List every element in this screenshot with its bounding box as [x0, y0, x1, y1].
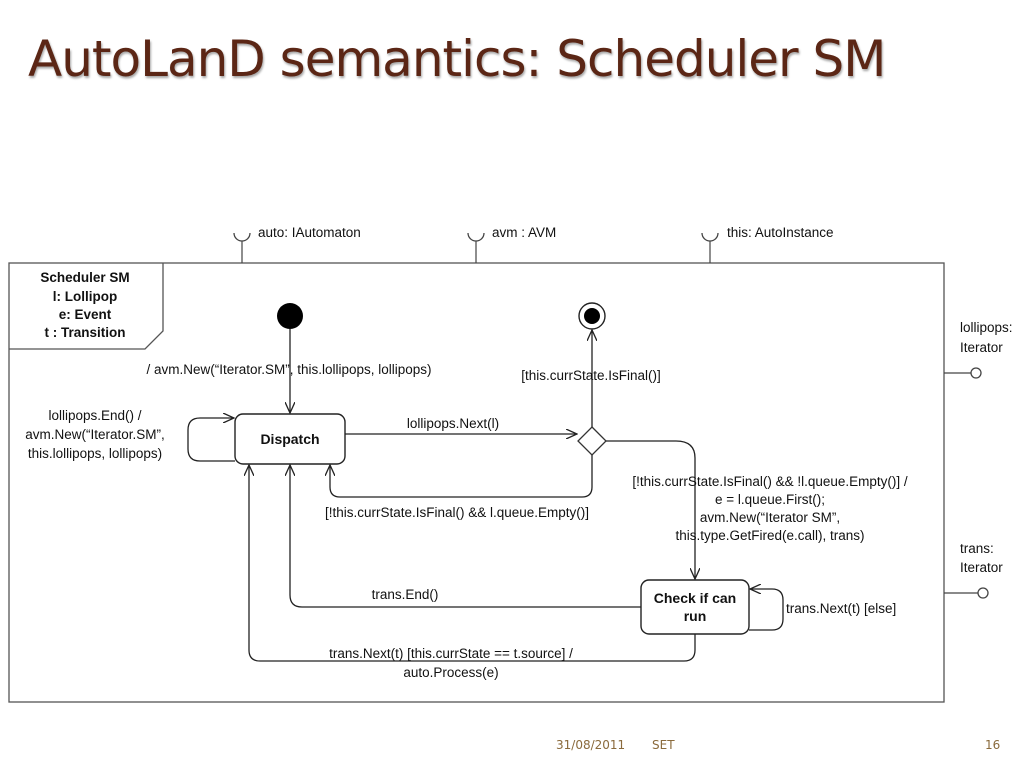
frame-header-tab [9, 263, 164, 350]
transition-dispatch-self-loop [187, 418, 235, 462]
transition-trans-fire [249, 465, 696, 662]
transition-to-check [606, 440, 695, 579]
choice-pseudostate [577, 426, 607, 456]
port-label: auto: IAutomaton [258, 225, 361, 240]
frame-header-line: t : Transition [45, 325, 126, 340]
port-label: avm : AVM [492, 225, 556, 240]
port-this: this: AutoInstance [701, 225, 834, 263]
label-trans-fire: auto.Process(e) [403, 665, 498, 680]
label-to-check: e = l.queue.First(); [715, 492, 825, 507]
label-to-check: [!this.currState.IsFinal() && !l.queue.E… [632, 474, 908, 489]
label-initial-effect: / avm.New(“Iterator.SM”, this.lollipops,… [146, 362, 431, 377]
frame-header-line: l: Lollipop [53, 289, 117, 304]
port-label: trans: [960, 541, 994, 556]
slide-number: 16 [985, 738, 1001, 752]
state-check-if-can-run [640, 579, 750, 635]
label-to-choice: lollipops.Next(l) [407, 416, 499, 431]
transition-back-to-dispatch [330, 455, 593, 498]
state-dispatch-label: Dispatch [260, 431, 319, 447]
frame-header-line: Scheduler SM [40, 270, 129, 285]
slide-title: AutoLanD semantics: Scheduler SM [28, 30, 886, 88]
state-check-label: Check if can [654, 590, 736, 606]
footer-org: SET [652, 738, 675, 752]
label-back-to-dispatch: [!this.currState.IsFinal() && l.queue.Em… [325, 505, 589, 520]
initial-state [277, 303, 303, 329]
port-label: this: AutoInstance [727, 225, 834, 240]
port-label: lollipops: [960, 320, 1013, 335]
transition-trans-end [290, 465, 641, 608]
label-to-final: [this.currState.IsFinal()] [521, 368, 661, 383]
label-dispatch-self-loop: this.lollipops, lollipops) [28, 446, 162, 461]
label-trans-end: trans.End() [372, 587, 439, 602]
port-label: Iterator [960, 340, 1003, 355]
transition-check-self-loop [749, 589, 784, 631]
port-label: Iterator [960, 560, 1003, 575]
label-trans-fire: trans.Next(t) [this.currState == t.sourc… [329, 646, 573, 661]
frame-header-line: e: Event [59, 307, 112, 322]
label-to-check: this.type.GetFired(e.call), trans) [675, 528, 864, 543]
label-trans-else: trans.Next(t) [else] [786, 601, 896, 616]
label-dispatch-self-loop: lollipops.End() / [48, 408, 141, 423]
port-trans: trans: Iterator [944, 541, 1003, 599]
port-avm: avm : AVM [467, 225, 556, 263]
label-to-check: avm.New(“Iterator SM”, [700, 510, 840, 525]
footer-date: 31/08/2011 [556, 738, 626, 752]
port-lollipops: lollipops: Iterator [944, 320, 1013, 379]
final-state [578, 302, 606, 330]
label-dispatch-self-loop: avm.New(“Iterator.SM”, [25, 427, 165, 442]
port-auto: auto: IAutomaton [233, 225, 361, 263]
state-check-label: run [684, 608, 707, 624]
